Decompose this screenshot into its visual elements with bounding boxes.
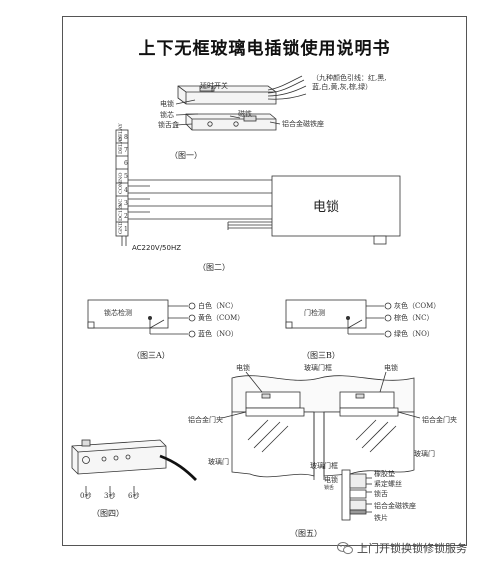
fig1-label-tongue-box: 锁舌盒 [158, 121, 179, 129]
watermark-text: 上门开锁换锁修锁服务 [357, 542, 467, 555]
terminal-num-2: 2 [124, 213, 128, 220]
fig1-label-lock-core: 锁芯 [160, 111, 174, 119]
page-title: 上下无框玻璃电插锁使用说明书 [138, 39, 391, 59]
fig1-label-wires-note: （九种颜色引线：红,黑, 蓝,白,黄,灰,棕,绿） [312, 74, 387, 91]
fig5-detail-lock: 电锁 [324, 476, 338, 484]
fig3b-schematic [285, 299, 392, 338]
fig3b-output-com: 灰色（COM） [394, 302, 441, 310]
fig5-detail-iron: 铁片 [374, 514, 388, 522]
fig4-delay-0: 0秒 [80, 492, 92, 500]
fig1-label-delay-switch: 延时开关 [200, 82, 228, 90]
terminal-num-5: 5 [124, 173, 128, 180]
fig1-label-electric-lock: 电锁 [160, 100, 174, 108]
fig5-detail-alloy-base: 铝合金磁铁座 [374, 502, 416, 510]
fig5-label-glass-frame: 玻璃门框 [304, 364, 332, 372]
fig1-caption: （图一） [170, 151, 202, 160]
watermark: 上门开锁换锁修锁服务 [337, 540, 467, 556]
fig5-detail-lock-tongue: 锁舌 [324, 485, 335, 491]
fig2-caption: （图二） [198, 263, 230, 272]
fig2-power-label: AC220V/50HZ [132, 244, 182, 252]
fig5-label-lock-right: 电锁 [384, 364, 398, 372]
fig3b-label: 门检测 [304, 309, 325, 317]
wechat-icon [337, 542, 353, 555]
fig5-detail-rubber: 橡胶垫 [374, 470, 395, 478]
fig4-delay-3: 3秒 [104, 492, 116, 500]
fig2-wiring [115, 129, 401, 246]
fig5-installation [221, 371, 421, 521]
fig5-detail-tongue: 锁舌 [374, 490, 388, 498]
terminal-num-6: 6 [124, 160, 128, 167]
fig4-delay-6: 6秒 [128, 492, 140, 500]
terminal-num-4: 4 [124, 187, 128, 194]
fig5-label-glass-left: 玻璃门 [208, 458, 229, 466]
fig3a-schematic [87, 299, 196, 338]
fig1-label-alloy-base: 铝合金磁铁座 [282, 120, 324, 128]
terminal-num-7: 7 [124, 147, 128, 154]
fig3a-output-nc: 白色（NC） [198, 302, 238, 310]
fig3a-output-no: 蓝色（NO） [198, 330, 238, 338]
fig3b-caption: （图三B） [302, 351, 340, 360]
terminal-num-1: 1 [124, 226, 128, 233]
page-border [62, 16, 467, 546]
fig5-label-alloy-left: 铝合金门夹 [188, 416, 223, 424]
fig1-lock-drawing [175, 75, 307, 131]
fig4-lock-side [71, 439, 197, 492]
fig5-label-lock-left: 电锁 [236, 364, 250, 372]
fig5-label-glass-right: 玻璃门 [414, 450, 435, 458]
fig5-label-alloy-right: 铝合金门夹 [422, 416, 457, 424]
fig3a-output-com: 黄色（COM） [198, 314, 245, 322]
fig5-caption: （图五） [290, 529, 322, 538]
fig3a-label: 锁芯检测 [104, 309, 132, 317]
fig5-detail-screw: 紧定螺丝 [374, 480, 402, 488]
fig3b-output-no: 绿色（NO） [394, 330, 434, 338]
terminal-num-8: 8 [124, 134, 128, 141]
fig3b-output-nc: 棕色（NC） [394, 314, 434, 322]
fig1-label-magnet: 磁铁 [238, 110, 252, 118]
fig5-detail-glass-frame: 玻璃门框 [310, 462, 338, 470]
fig3a-caption: （图三A） [132, 351, 170, 360]
fig4-caption: （图四） [92, 509, 124, 518]
terminal-num-3: 3 [124, 200, 128, 207]
fig2-lock-label: 电锁 [313, 200, 340, 215]
